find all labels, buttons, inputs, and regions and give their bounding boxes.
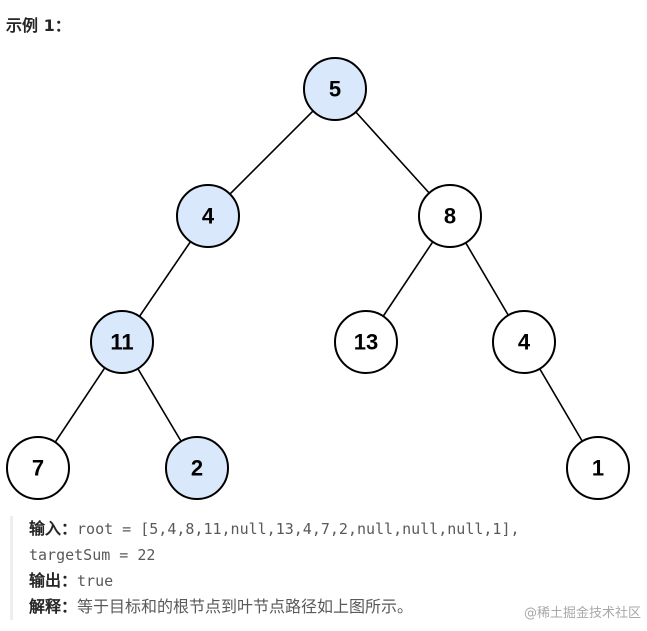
tree-node-label: 13 [354, 330, 378, 355]
tree-node-label: 8 [444, 204, 456, 229]
example-code-block: 输入：root = [5,4,8,11,null,13,4,7,2,null,n… [10, 516, 629, 620]
tree-node-label: 2 [191, 456, 203, 481]
output-line: 输出：true [29, 568, 629, 594]
input-line: 输入：root = [5,4,8,11,null,13,4,7,2,null,n… [29, 516, 629, 542]
input-label: 输入： [29, 519, 78, 538]
tree-node-circle [90, 310, 154, 374]
example-title: 示例 1： [6, 16, 71, 35]
tree-node-label: 11 [110, 330, 133, 355]
tree-node-label: 4 [202, 204, 215, 229]
tree-node-circle [492, 310, 556, 374]
tree-node-circle [6, 436, 70, 500]
tree-node-n7: 7 [6, 436, 70, 500]
tree-node-n13: 13 [334, 310, 398, 374]
tree-node-circle [334, 310, 398, 374]
tree-node-n4b: 4 [492, 310, 556, 374]
tree-node-n1: 1 [566, 436, 630, 500]
tree-node-circle [418, 184, 482, 248]
binary-tree-diagram: 5 4 8 11 13 4 7 2 1 [6, 57, 630, 500]
tree-node-n5: 5 [303, 57, 367, 121]
input-value-target-sum: targetSum = 22 [29, 546, 156, 564]
tree-node-label: 1 [592, 456, 604, 481]
tree-node-label: 5 [329, 77, 341, 102]
tree-edges [37, 88, 599, 469]
explain-line: 解释：等于目标和的根节点到叶节点路径如上图所示。 [29, 594, 629, 620]
tree-node-label: 4 [518, 330, 531, 355]
tree-node-n8: 8 [418, 184, 482, 248]
input-line-2: targetSum = 22 [29, 542, 629, 568]
watermark: @稀土掘金技术社区 [523, 606, 641, 621]
tree-node-circle [303, 57, 367, 121]
tree-nodes: 5 4 8 11 13 4 7 2 1 [6, 57, 630, 500]
explain-label: 解释： [29, 597, 78, 616]
input-value-root: root = [5,4,8,11,null,13,4,7,2,null,null… [77, 520, 520, 538]
explain-text: 等于目标和的根节点到叶节点路径如上图所示。 [77, 597, 414, 616]
tree-node-circle [165, 436, 229, 500]
tree-node-n2: 2 [165, 436, 229, 500]
tree-node-label: 7 [32, 456, 44, 481]
tree-node-n4: 4 [176, 184, 240, 248]
tree-node-circle [176, 184, 240, 248]
tree-node-n11: 11 [90, 310, 154, 374]
output-value: true [77, 572, 114, 590]
output-label: 输出： [29, 571, 78, 590]
tree-node-circle [566, 436, 630, 500]
